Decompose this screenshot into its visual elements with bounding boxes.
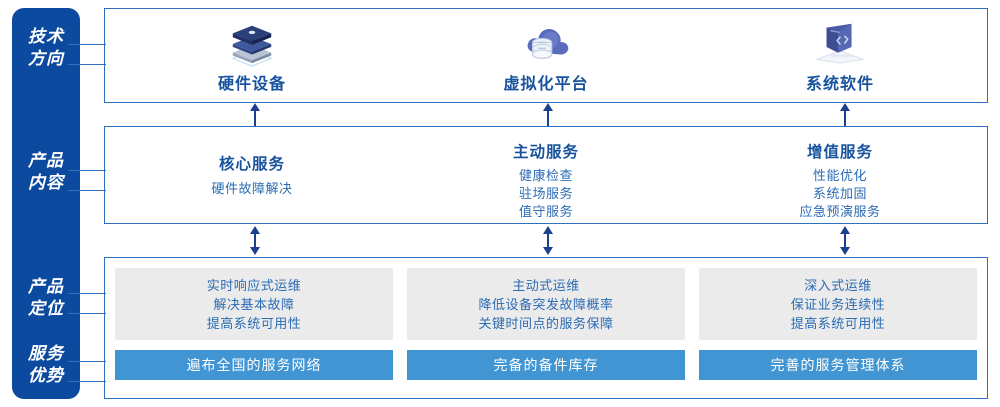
advantage-bar-management-system[interactable]: 完善的服务管理体系 — [699, 350, 977, 380]
server-stack-icon — [231, 25, 273, 67]
arrow-updown-core — [250, 226, 260, 255]
content-item: 健康检查 — [518, 168, 573, 183]
rail-label-product-positioning: 产品 定位 — [12, 276, 80, 320]
content-item: 系统加固 — [812, 186, 867, 201]
content-item: 硬件故障解决 — [211, 181, 293, 196]
tech-card-system-software-title: 系统软件 — [805, 75, 874, 93]
arrow-up-virtualization — [543, 103, 553, 126]
arrow-up-system-software — [840, 103, 850, 126]
positioning-box-indepth[interactable]: 深入式运维 保证业务连续性 提高系统可用性 — [699, 268, 977, 340]
content-column-active-service[interactable]: 主动服务 健康检查 驻场服务 值守服务 — [399, 127, 693, 223]
tech-card-hardware[interactable]: 硬件设备 — [105, 9, 399, 102]
rail-label-service-advantage-line1: 服务 — [28, 344, 64, 363]
content-column-value-added-service-title: 增值服务 — [806, 144, 873, 161]
content-item: 驻场服务 — [518, 186, 573, 201]
positioning-line: 深入式运维 — [804, 277, 872, 293]
content-item: 应急预演服务 — [799, 204, 881, 219]
connector-stub-tech-2 — [68, 64, 106, 65]
rail-label-product-positioning-line2: 定位 — [28, 299, 64, 318]
content-item: 值守服务 — [518, 204, 573, 219]
rail-label-tech-direction-line1: 技术 — [28, 27, 64, 46]
positioning-line: 保证业务连续性 — [790, 296, 886, 312]
content-column-active-service-title: 主动服务 — [512, 144, 579, 161]
connector-stub-position-2 — [68, 313, 106, 314]
content-column-core-service[interactable]: 核心服务 硬件故障解决 — [105, 127, 399, 223]
cloud-database-icon — [527, 28, 569, 59]
positioning-box-proactive[interactable]: 主动式运维 降低设备突发故障概率 关键时间点的服务保障 — [407, 268, 685, 340]
arrow-updown-active — [543, 226, 553, 255]
rail-label-service-advantage-line2: 优势 — [28, 366, 64, 385]
connector-stub-advantage-2 — [68, 381, 106, 382]
positioning-line: 主动式运维 — [512, 277, 580, 293]
rail-label-tech-direction-line2: 方向 — [28, 49, 64, 68]
sidebar-rail — [12, 8, 80, 399]
rail-label-product-content-line1: 产品 — [28, 151, 64, 170]
rail-label-product-positioning-line1: 产品 — [28, 277, 64, 296]
advantage-bar-service-network[interactable]: 遍布全国的服务网络 — [115, 350, 393, 380]
positioning-line: 实时响应式运维 — [206, 277, 302, 293]
positioning-line: 解决基本故障 — [213, 296, 295, 312]
product-content-panel: 核心服务 硬件故障解决 主动服务 健康检查 驻场服务 值守服务 增值服务 性能优… — [104, 126, 988, 224]
connector-stub-tech-1 — [68, 44, 106, 45]
connector-stub-content-2 — [68, 190, 106, 191]
positioning-row: 实时响应式运维 解决基本故障 提高系统可用性 主动式运维 降低设备突发故障概率 … — [115, 268, 977, 340]
advantage-row: 遍布全国的服务网络 完备的备件库存 完善的服务管理体系 — [115, 350, 977, 380]
arrow-up-hardware — [250, 103, 260, 126]
rail-label-service-advantage: 服务 优势 — [12, 343, 80, 387]
laptop-code-icon — [815, 23, 865, 64]
rail-label-product-content: 产品 内容 — [12, 150, 80, 194]
rail-label-tech-direction: 技术 方向 — [12, 26, 80, 70]
positioning-line: 提高系统可用性 — [206, 315, 302, 331]
arrow-updown-value-added — [840, 226, 850, 255]
positioning-line: 提高系统可用性 — [790, 315, 886, 331]
positioning-and-advantage-panel: 实时响应式运维 解决基本故障 提高系统可用性 主动式运维 降低设备突发故障概率 … — [104, 257, 988, 399]
content-column-core-service-title: 核心服务 — [218, 156, 285, 173]
advantage-bar-spare-parts[interactable]: 完备的备件库存 — [407, 350, 685, 380]
positioning-box-realtime[interactable]: 实时响应式运维 解决基本故障 提高系统可用性 — [115, 268, 393, 340]
tech-card-system-software[interactable]: 系统软件 — [693, 9, 987, 102]
connector-stub-position-1 — [68, 293, 106, 294]
connector-stub-advantage-1 — [68, 361, 106, 362]
content-item: 性能优化 — [812, 168, 867, 183]
rail-label-product-content-line2: 内容 — [28, 173, 64, 192]
tech-card-hardware-title: 硬件设备 — [217, 75, 286, 93]
positioning-line: 关键时间点的服务保障 — [478, 315, 614, 331]
tech-card-virtualization[interactable]: 虚拟化平台 — [399, 9, 693, 102]
tech-direction-panel: 硬件设备 虚拟化平台 — [104, 8, 988, 103]
tech-card-virtualization-title: 虚拟化平台 — [503, 75, 589, 93]
connector-stub-content-1 — [68, 170, 106, 171]
positioning-line: 降低设备突发故障概率 — [478, 296, 614, 312]
content-column-value-added-service[interactable]: 增值服务 性能优化 系统加固 应急预演服务 — [693, 127, 987, 223]
